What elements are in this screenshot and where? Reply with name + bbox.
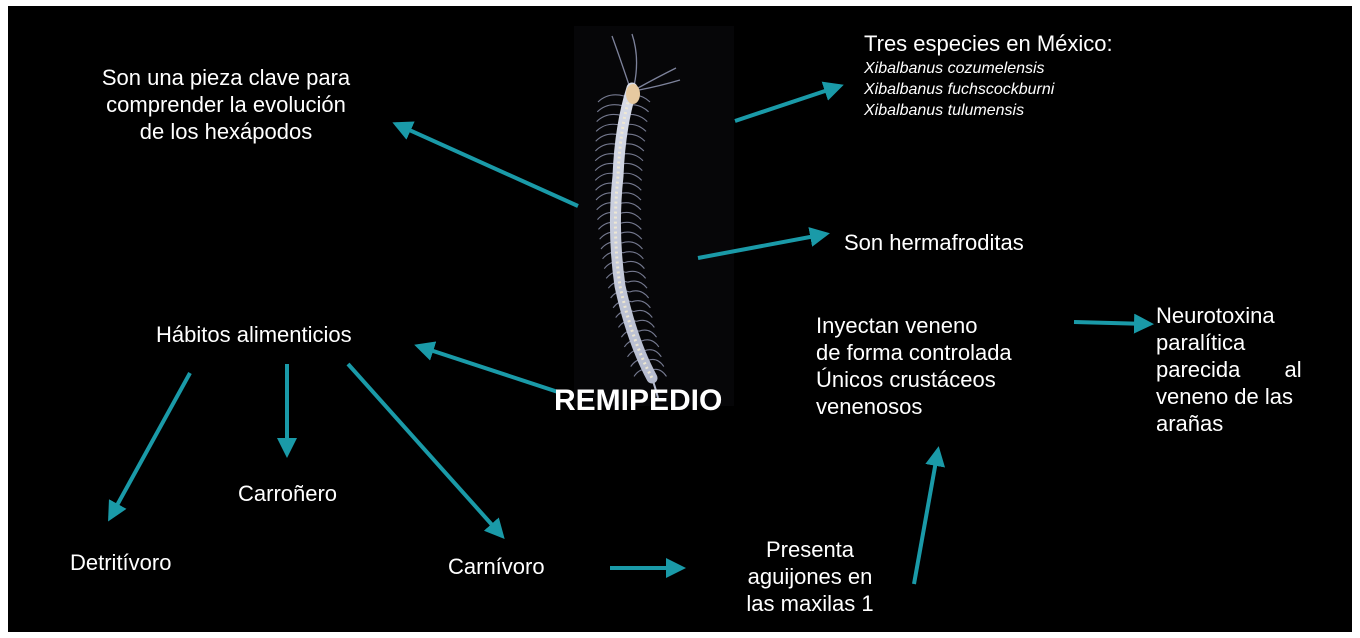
arrow-to-evolution — [396, 124, 578, 206]
scavenger-text: Carroñero — [238, 480, 337, 507]
habits-text: Hábitos alimenticios — [156, 321, 352, 348]
carnivore-text: Carnívoro — [448, 553, 545, 580]
arrow-to-species — [735, 86, 840, 121]
species-item: Xibalbanus tulumensis — [864, 100, 1054, 121]
species-item: Xibalbanus cozumelensis — [864, 58, 1054, 79]
title-remipedio: REMIPEDIO — [554, 384, 722, 418]
arrow-to-hermaphrodite — [698, 234, 826, 258]
arrow-to-carnivore — [348, 364, 502, 536]
arrow-to-neurotoxin — [1074, 322, 1150, 324]
arrow-to-venom — [914, 450, 938, 584]
evolution-text: Son una pieza clave para comprender la e… — [71, 64, 381, 145]
arrow-to-habits — [418, 346, 558, 392]
neurotoxin-text: Neurotoxina paralítica parecida al venen… — [1156, 302, 1288, 437]
species-item: Xibalbanus fuchscockburni — [864, 79, 1054, 100]
diagram-canvas: Son una pieza clave para comprender la e… — [8, 6, 1352, 632]
detritivore-text: Detritívoro — [70, 549, 171, 576]
hermaphrodite-text: Son hermafroditas — [844, 229, 1024, 256]
stings-text: Presenta aguijones en las maxilas 1 — [730, 536, 890, 617]
species-list: Xibalbanus cozumelensis Xibalbanus fuchs… — [864, 58, 1054, 121]
species-heading: Tres especies en México: — [864, 30, 1113, 57]
arrow-to-detritivore — [110, 373, 190, 518]
venom-text: Inyectan veneno de forma controlada Únic… — [816, 312, 1012, 420]
